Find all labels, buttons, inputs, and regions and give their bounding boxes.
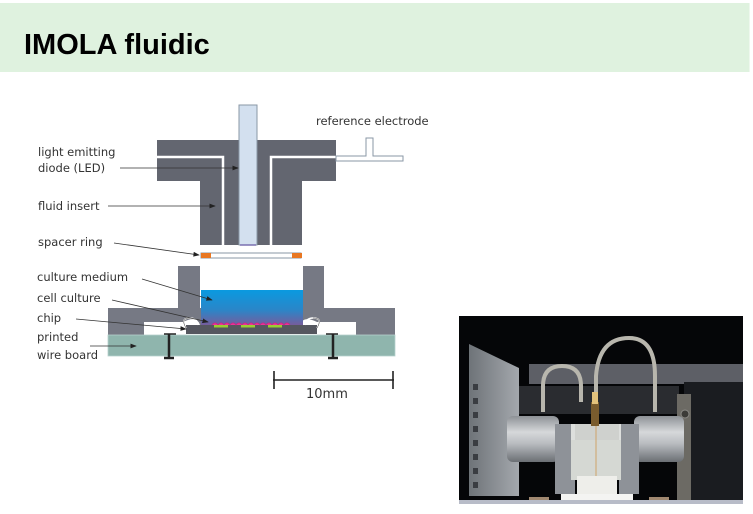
left-cylinder <box>507 416 559 462</box>
title-band: IMOLA fluidic <box>0 3 750 72</box>
label-chip: chip <box>37 311 61 325</box>
fluidic-schematic-diagram: light emitting diode (LED) reference ele… <box>37 104 429 402</box>
right-cylinder <box>634 416 684 462</box>
label-pwb-line1: printed <box>37 330 78 344</box>
reference-electrode <box>335 137 404 162</box>
culture-medium <box>201 290 303 326</box>
heatsink <box>469 344 519 496</box>
device-photo-illustration <box>459 316 743 504</box>
board-pins <box>164 333 338 360</box>
label-pwb-line2: wire board <box>37 348 98 362</box>
slide-title: IMOLA fluidic <box>24 29 210 61</box>
label-fluid-insert: fluid insert <box>38 199 100 213</box>
spacer-ring <box>200 252 302 259</box>
led-rod <box>238 104 258 246</box>
label-reference-electrode: reference electrode <box>316 114 429 128</box>
device-photo <box>459 316 743 504</box>
label-spacer-ring: spacer ring <box>38 235 103 249</box>
printed-wire-board <box>107 334 396 357</box>
tubing <box>541 335 657 412</box>
scale-bar-label: 10mm <box>306 387 348 402</box>
label-led-line2: diode (LED) <box>38 161 105 175</box>
label-led-line1: light emitting <box>38 145 115 159</box>
culture-housing <box>108 266 395 335</box>
cell-culture <box>211 322 291 328</box>
label-cell-culture: cell culture <box>37 291 101 305</box>
leader-lines <box>75 165 239 349</box>
chip <box>186 325 317 334</box>
scale-bar <box>273 371 394 389</box>
label-culture-medium: culture medium <box>37 270 128 284</box>
